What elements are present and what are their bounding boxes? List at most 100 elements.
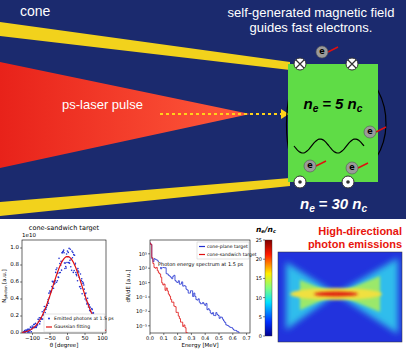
tick (246, 333, 247, 335)
electron-label: e (349, 164, 354, 172)
photon-point (81, 293, 83, 295)
tick (102, 333, 103, 335)
label-text: θ [degree] (50, 342, 79, 348)
tick-label: 0.2 (174, 336, 182, 341)
photon-point (59, 272, 61, 274)
label-text: photon (4, 285, 8, 298)
label-text: 10⁻⁵ (136, 322, 147, 328)
photon-point (52, 281, 54, 283)
label-text: = 30 n (319, 195, 362, 212)
label-text: 50 (82, 335, 89, 341)
label-text: 10⁻¹ (136, 294, 147, 300)
tick-label: 1.0 (10, 245, 19, 251)
label-text: ps-laser pulse (62, 97, 143, 112)
photon-point (37, 319, 39, 321)
label-text: dN/dE [a.u.] (125, 270, 131, 303)
tick-label: −100 (25, 336, 40, 342)
label-text: −50 (44, 335, 56, 341)
tick (205, 333, 206, 335)
tick (85, 333, 86, 335)
label-text: cone-sandwich target (207, 251, 257, 256)
tick (232, 333, 233, 335)
label-text: 0.1 (160, 335, 168, 341)
tick (263, 297, 265, 298)
legend-sample (199, 254, 205, 255)
label-text: 10¹ (139, 279, 147, 285)
label-text: 0.6 (10, 278, 19, 284)
label-text: /n (265, 225, 273, 234)
label-text: c (362, 203, 368, 214)
label-text: n (256, 225, 261, 234)
photon-point (61, 269, 63, 271)
legend-sample (46, 326, 52, 327)
legend-text: Emitted photons at 1.5 ps (54, 316, 114, 321)
tick-label: 0.1 (160, 336, 168, 341)
photon-point (75, 262, 77, 264)
electron (316, 46, 328, 58)
tick-label: 0.4 (201, 336, 209, 341)
label-text: 0.6 (229, 335, 237, 341)
tick-label: 25 (256, 238, 262, 243)
photon-point (58, 277, 60, 279)
photon-point (42, 318, 44, 320)
label-text: self-generated magnetic field guides fas… (228, 5, 395, 35)
label-text: 0.2 (10, 312, 19, 318)
photon-point (77, 268, 79, 270)
field-out-symbol (294, 176, 306, 188)
laser-beam (0, 62, 250, 168)
laser-arrow (160, 113, 281, 115)
field-out-symbol (298, 180, 302, 184)
electron-label: e (319, 48, 324, 56)
cone-wall (0, 178, 290, 216)
laser-label: ps-laser pulse (62, 98, 143, 111)
label-text: 0.5 (215, 335, 223, 341)
photon-point (73, 270, 75, 272)
photon-point (56, 281, 58, 283)
photon-point (85, 292, 87, 294)
label-text: [a.u.] (1, 269, 7, 284)
tick (32, 333, 33, 335)
photon-point (75, 272, 77, 274)
field-into-symbol (294, 58, 306, 70)
label-text: e (261, 228, 264, 234)
legend-text: Gaussian fitting (54, 325, 90, 330)
tick-label: 0 (66, 336, 70, 342)
tick (148, 282, 150, 283)
electron (304, 160, 316, 172)
tick (263, 240, 265, 241)
tick (150, 333, 151, 335)
photon-point (63, 249, 65, 251)
velocity-arrow (376, 127, 386, 132)
label-text: e (349, 163, 354, 172)
heatmap (278, 252, 402, 342)
tick (148, 253, 150, 254)
tick (20, 299, 22, 300)
photon-point (73, 254, 75, 256)
legend-text: cone-plane target (207, 244, 248, 249)
tick-label: 0.8 (10, 262, 19, 268)
tick-label: 0.3 (187, 336, 195, 341)
tick-label: 0.2 (10, 313, 19, 319)
photon-point (30, 326, 32, 328)
photon-point (76, 275, 78, 277)
label-text: e (307, 161, 312, 170)
label-text: e (367, 127, 372, 136)
label-text: 0.0 (146, 335, 154, 341)
photon-point (65, 267, 67, 269)
label-text: 20 (256, 256, 262, 262)
tick-label: 10⁵ (139, 251, 147, 256)
electron-label: e (367, 128, 372, 136)
photon-point (30, 327, 32, 329)
electron (346, 162, 358, 174)
tick-label: 10³ (139, 266, 147, 271)
photon-point (77, 280, 79, 282)
photon-point (69, 260, 71, 262)
top-panel (0, 0, 406, 219)
spectrum-sandwich (150, 243, 190, 333)
photon-point (70, 248, 72, 250)
tick (191, 333, 192, 335)
photon-point (27, 332, 29, 333)
velocity-arrow (328, 47, 338, 52)
label-text: −100 (25, 335, 40, 341)
